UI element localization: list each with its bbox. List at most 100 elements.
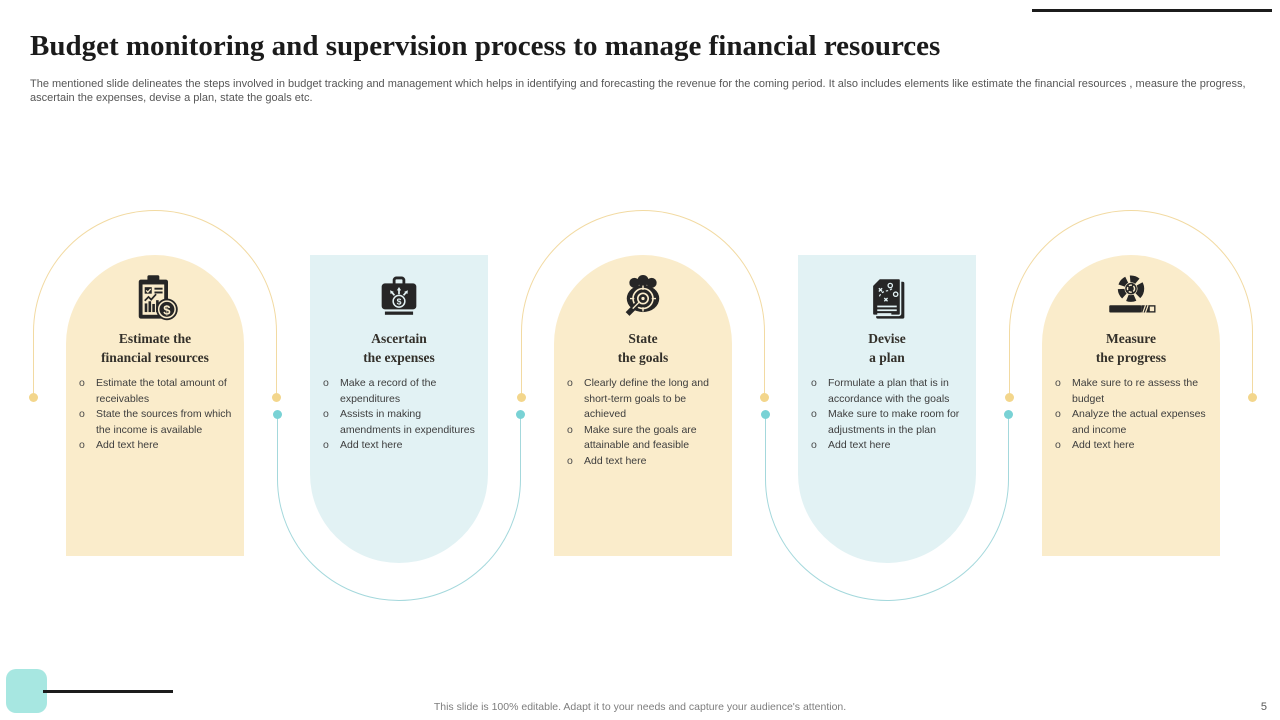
footer-note: This slide is 100% editable. Adapt it to… bbox=[433, 701, 847, 713]
strategy-document-icon bbox=[798, 269, 976, 327]
bullet-marker: o bbox=[811, 439, 817, 451]
bullet-text: Make sure to re assess the budget bbox=[1072, 377, 1199, 405]
bullet-text: Add text here bbox=[1072, 439, 1135, 451]
bullet-marker: o bbox=[811, 377, 817, 389]
clipboard-dollar-icon: $ bbox=[66, 269, 244, 327]
bullet-item: o Formulate a plan that is in accordance … bbox=[811, 376, 968, 407]
step-measure-the-progress: Measure the progress o Make sure to re as… bbox=[1005, 210, 1257, 610]
bullet-text: Make sure to make room for adjustments i… bbox=[828, 408, 960, 436]
step-card: $ Estimate the financial resources o Esti… bbox=[66, 255, 244, 556]
bullet-marker: o bbox=[1055, 408, 1061, 420]
bullet-marker: o bbox=[323, 377, 329, 389]
page-title: Budget monitoring and supervision proces… bbox=[30, 30, 941, 62]
connector-dot bbox=[760, 393, 769, 402]
step-title: Devise a plan bbox=[798, 329, 976, 367]
connector-dot bbox=[761, 410, 770, 419]
step-title-line1: Measure bbox=[1106, 331, 1156, 346]
bullet-item: o Add text here bbox=[567, 454, 724, 470]
step-title-line2: a plan bbox=[869, 350, 905, 365]
step-bullets: o Estimate the total amount of receivable… bbox=[79, 376, 236, 454]
connector-dot bbox=[517, 393, 526, 402]
page-subtitle: The mentioned slide delineates the steps… bbox=[30, 78, 1246, 104]
step-title: Estimate the financial resources bbox=[66, 329, 244, 367]
step-state-the-goals: State the goals o Clearly define the long… bbox=[517, 210, 769, 610]
bullet-item: o Add text here bbox=[323, 438, 480, 454]
connector-dot bbox=[1248, 393, 1257, 402]
step-title: Measure the progress bbox=[1042, 329, 1220, 367]
bullet-marker: o bbox=[567, 454, 573, 467]
bullet-text: Add text here bbox=[584, 454, 647, 467]
bullet-text: Add text here bbox=[96, 439, 159, 451]
bullet-marker: o bbox=[567, 423, 573, 436]
page-number: 5 bbox=[1260, 701, 1267, 713]
step-title-line2: financial resources bbox=[101, 350, 209, 365]
top-accent-line bbox=[1032, 9, 1272, 12]
team-target-icon bbox=[554, 269, 732, 327]
bullet-text: Clearly define the long and short-term g… bbox=[584, 377, 709, 420]
svg-text:$: $ bbox=[397, 297, 402, 307]
bullet-item: o Analyze the actual expenses and income bbox=[1055, 407, 1212, 438]
bullet-item: o State the sources from which the income… bbox=[79, 407, 236, 438]
bullet-item: o Clearly define the long and short-term … bbox=[567, 376, 724, 423]
step-bullets: o Formulate a plan that is in accordance … bbox=[811, 376, 968, 454]
connector-dot bbox=[29, 393, 38, 402]
connector-dot bbox=[272, 393, 281, 402]
step-ascertain-the-expenses: $ Ascertain the expenses o Make a record … bbox=[273, 210, 525, 610]
bullet-marker: o bbox=[567, 377, 573, 389]
bullet-marker: o bbox=[79, 377, 85, 389]
step-card: State the goals o Clearly define the long… bbox=[554, 255, 732, 556]
step-title-line2: the expenses bbox=[363, 350, 435, 365]
step-title-line1: State bbox=[628, 331, 658, 346]
step-bullets: o Clearly define the long and short-term … bbox=[567, 376, 724, 469]
bottom-left-accent-square bbox=[6, 669, 47, 713]
step-card: Devise a plan o Formulate a plan that is … bbox=[798, 255, 976, 563]
progress-gauge-icon bbox=[1042, 269, 1220, 327]
bullet-item: o Make sure to re assess the budget bbox=[1055, 376, 1212, 407]
process-diagram: $ Estimate the financial resources o Esti… bbox=[0, 210, 1280, 610]
bullet-marker: o bbox=[323, 408, 329, 420]
briefcase-dollar-icon: $ bbox=[310, 269, 488, 327]
bullet-marker: o bbox=[811, 408, 817, 420]
bullet-item: o Add text here bbox=[1055, 438, 1212, 454]
step-devise-a-plan: Devise a plan o Formulate a plan that is … bbox=[761, 210, 1013, 610]
step-title-line1: Devise bbox=[868, 331, 906, 346]
bullet-marker: o bbox=[323, 439, 329, 451]
bullet-item: o Assists in making amendments in expendi… bbox=[323, 407, 480, 438]
bullet-marker: o bbox=[79, 439, 85, 451]
step-title-line1: Estimate the bbox=[118, 331, 192, 346]
bullet-text: State the sources from which the income … bbox=[96, 408, 232, 436]
bullet-item: o Add text here bbox=[79, 438, 236, 454]
bottom-left-accent-line bbox=[43, 690, 173, 693]
step-title-line2: the goals bbox=[617, 350, 669, 365]
step-title: Ascertain the expenses bbox=[310, 329, 488, 367]
bullet-marker: o bbox=[1055, 439, 1061, 451]
connector-dot bbox=[1004, 410, 1013, 419]
bullet-item: o Estimate the total amount of receivable… bbox=[79, 376, 236, 407]
bullet-item: o Make sure to make room for adjustments … bbox=[811, 407, 968, 438]
bullet-text: Add text here bbox=[828, 439, 891, 451]
connector-dot bbox=[1005, 393, 1014, 402]
step-title-line2: the progress bbox=[1095, 350, 1167, 365]
bullet-marker: o bbox=[1055, 377, 1061, 389]
bullet-text: Make a record of the expenditures bbox=[340, 377, 437, 405]
bullet-text: Assists in making amendments in expendit… bbox=[340, 408, 475, 436]
bullet-text: Formulate a plan that is in accordance w… bbox=[828, 377, 950, 405]
step-title-line1: Ascertain bbox=[371, 331, 427, 346]
bullet-text: Make sure the goals are attainable and f… bbox=[584, 423, 697, 452]
connector-dot bbox=[516, 410, 525, 419]
bullet-text: Estimate the total amount of receivables bbox=[96, 377, 227, 405]
step-estimate-financial-resources: $ Estimate the financial resources o Esti… bbox=[29, 210, 281, 610]
connector-dot bbox=[273, 410, 282, 419]
bullet-item: o Make a record of the expenditures bbox=[323, 376, 480, 407]
svg-text:$: $ bbox=[163, 302, 171, 317]
bullet-text: Add text here bbox=[340, 439, 403, 451]
bullet-item: o Make sure the goals are attainable and … bbox=[567, 423, 724, 454]
step-title: State the goals bbox=[554, 329, 732, 367]
step-card: $ Ascertain the expenses o Make a record … bbox=[310, 255, 488, 563]
bullet-marker: o bbox=[79, 408, 85, 420]
bullet-text: Analyze the actual expenses and income bbox=[1072, 408, 1206, 436]
step-card: Measure the progress o Make sure to re as… bbox=[1042, 255, 1220, 556]
